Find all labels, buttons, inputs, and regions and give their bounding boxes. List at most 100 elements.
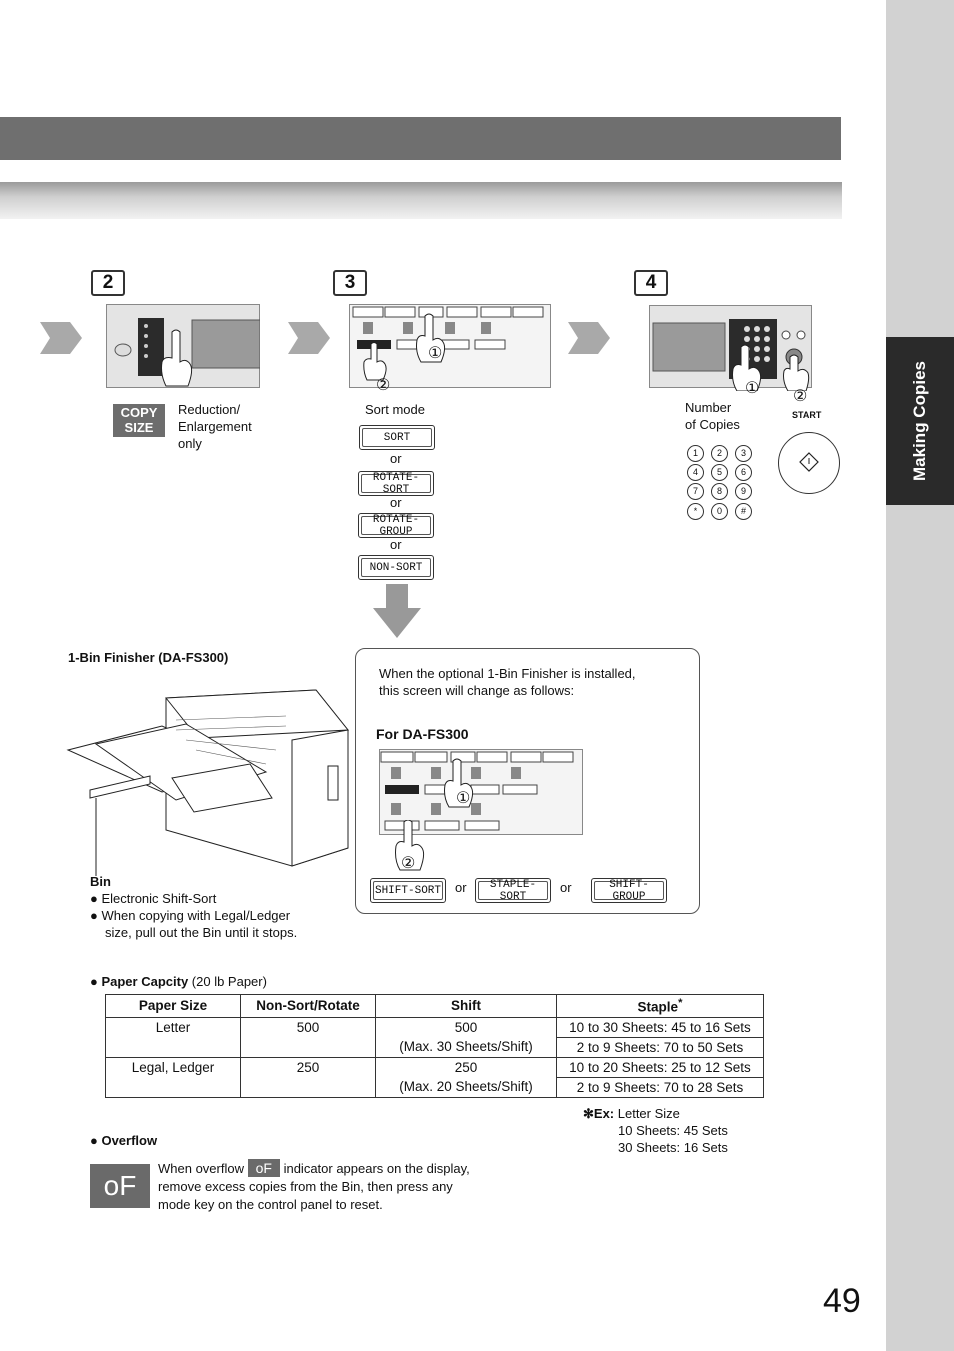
staple-header-text: Staple — [637, 999, 679, 1015]
sort-mode-title: Sort mode — [365, 402, 425, 417]
table-row: Legal, Ledger 250 250 10 to 20 Sheets: 2… — [105, 1056, 764, 1098]
step4-caption: Number of Copies — [685, 399, 740, 433]
column-header: Staple* — [556, 994, 764, 1018]
overflow-heading: ● Overflow — [90, 1133, 158, 1148]
overflow-text-part: When overflow — [158, 1161, 244, 1176]
or-label: or — [455, 880, 467, 895]
rotate-sort-button-label: ROTATE-SORT — [361, 472, 431, 496]
step-3-number: 3 — [333, 270, 367, 296]
table-cell: (Max. 30 Sheets/Shift) — [375, 1037, 557, 1057]
rotate-group-button-label: ROTATE-GROUP — [361, 514, 431, 538]
copy-size-key: COPY SIZE — [113, 404, 165, 437]
footnote-star: * — [678, 997, 683, 1009]
down-arrow-icon — [386, 584, 408, 608]
or-label: or — [560, 880, 572, 895]
table-cell: 250 — [240, 1056, 376, 1098]
key-6: 6 — [735, 464, 752, 481]
key-star: * — [687, 503, 704, 520]
down-arrow-head-icon — [373, 608, 421, 638]
key-5: 5 — [711, 464, 728, 481]
copy-size-text-1: COPY — [120, 405, 158, 420]
bin-info: Bin ● Electronic Shift-Sort ● When copyi… — [90, 873, 297, 941]
key-7: 7 — [687, 483, 704, 500]
right-margin-bar — [886, 0, 954, 1351]
example-line: Letter Size — [617, 1106, 680, 1121]
bin-label: Bin — [90, 874, 111, 889]
key-8: 8 — [711, 483, 728, 500]
overflow-indicator-large: oF — [90, 1164, 150, 1208]
key-9: 9 — [735, 483, 752, 500]
table-cell: 2 to 9 Sheets: 70 to 50 Sets — [556, 1036, 764, 1058]
table-cell: 2 to 9 Sheets: 70 to 28 Sets — [556, 1076, 764, 1098]
overflow-text-part: indicator appears on the display, — [283, 1161, 470, 1176]
header-band — [0, 117, 841, 160]
start-button-illustration — [778, 432, 840, 494]
step-2-number: 2 — [91, 270, 125, 296]
key-0: 0 — [711, 503, 728, 520]
optional-text-line: this screen will change as follows: — [379, 683, 575, 698]
column-header: Paper Size — [105, 994, 241, 1018]
step-4-number: 4 — [634, 270, 668, 296]
shift-sort-button: SHIFT-SORT — [370, 878, 446, 903]
marker-1: ① — [428, 345, 443, 362]
start-label: START — [792, 410, 822, 420]
section-tab: Making Copies — [886, 337, 954, 505]
finisher-title: 1-Bin Finisher (DA-FS300) — [68, 650, 229, 665]
pointing-hand-icon — [395, 820, 425, 871]
control-panel-illustration — [106, 304, 260, 388]
staple-sort-button: STAPLE-SORT — [475, 878, 551, 903]
table-cell: Letter — [105, 1016, 241, 1058]
table-cell: 10 to 30 Sheets: 45 to 16 Sets — [556, 1016, 764, 1038]
copy-size-text-2: SIZE — [124, 420, 154, 435]
finisher-illustration — [66, 689, 349, 876]
start-diamond-icon — [799, 452, 819, 472]
overflow-label: Overflow — [101, 1133, 158, 1148]
finisher-screen-details — [380, 751, 574, 831]
table-cell: Legal, Ledger — [105, 1056, 241, 1098]
optional-text-line: When the optional 1-Bin Finisher is inst… — [379, 666, 636, 681]
bin-bullet-1: ● Electronic Shift-Sort — [90, 891, 217, 906]
column-header: Shift — [375, 994, 557, 1018]
for-da-fs300-heading: For DA-FS300 — [376, 726, 469, 742]
paper-capacity-heading: ● Paper Capcity (20 lb Paper) — [90, 974, 267, 989]
bin-bullet-2: ● When copying with Legal/Ledger — [90, 908, 291, 923]
caption-line: of Copies — [685, 417, 740, 432]
key-4: 4 — [687, 464, 704, 481]
non-sort-button: NON-SORT — [358, 555, 434, 580]
key-1: 1 — [687, 445, 704, 462]
key-hash: # — [735, 503, 752, 520]
rotate-group-button: ROTATE-GROUP — [358, 513, 434, 538]
table-row: Letter 500 500 10 to 30 Sheets: 45 to 16… — [105, 1016, 764, 1058]
shift-sort-button-label: SHIFT-SORT — [373, 881, 443, 900]
example-line: 30 Sheets: 16 Sets — [618, 1140, 728, 1155]
table-header-row: Paper Size Non-Sort/Rotate Shift Staple* — [105, 994, 764, 1018]
table-cell: 500 — [375, 1017, 557, 1037]
section-tab-label: Making Copies — [910, 361, 929, 481]
chevron-arrow-icon — [288, 322, 330, 354]
table-cell: (Max. 20 Sheets/Shift) — [375, 1077, 557, 1098]
staple-sort-button-label: STAPLE-SORT — [478, 879, 548, 903]
keypad-panel-illustration — [649, 305, 812, 391]
optional-text: When the optional 1-Bin Finisher is inst… — [379, 665, 636, 699]
shift-group-button: SHIFT-GROUP — [591, 878, 667, 903]
key-2: 2 — [711, 445, 728, 462]
subheader-band — [0, 182, 842, 219]
example-label: ✻Ex: — [583, 1106, 615, 1121]
caption-line: Number — [685, 400, 732, 415]
table-cell: 250 — [375, 1056, 557, 1077]
paper-capacity-note: (20 lb Paper) — [191, 974, 267, 989]
sort-screen-details — [352, 306, 544, 381]
or-label: or — [390, 537, 402, 552]
bin-bullet-2-cont: size, pull out the Bin until it stops. — [105, 925, 298, 940]
marker-1: ① — [745, 380, 760, 397]
or-label: or — [390, 451, 402, 466]
bin-bullet-1-text: Electronic Shift-Sort — [101, 891, 217, 906]
bin-bullet-2-text: When copying with Legal/Ledger — [101, 908, 291, 923]
marker-2: ② — [793, 388, 808, 405]
table-cell: 500 — [240, 1016, 376, 1058]
key-3: 3 — [735, 445, 752, 462]
example-note: ✻Ex: Letter Size 10 Sheets: 45 Sets 30 S… — [583, 1105, 728, 1156]
overflow-indicator-small: oF — [247, 1159, 280, 1177]
shift-group-button-label: SHIFT-GROUP — [594, 879, 664, 903]
table-row: (Max. 20 Sheets/Shift) 2 to 9 Sheets: 70… — [106, 1076, 764, 1098]
